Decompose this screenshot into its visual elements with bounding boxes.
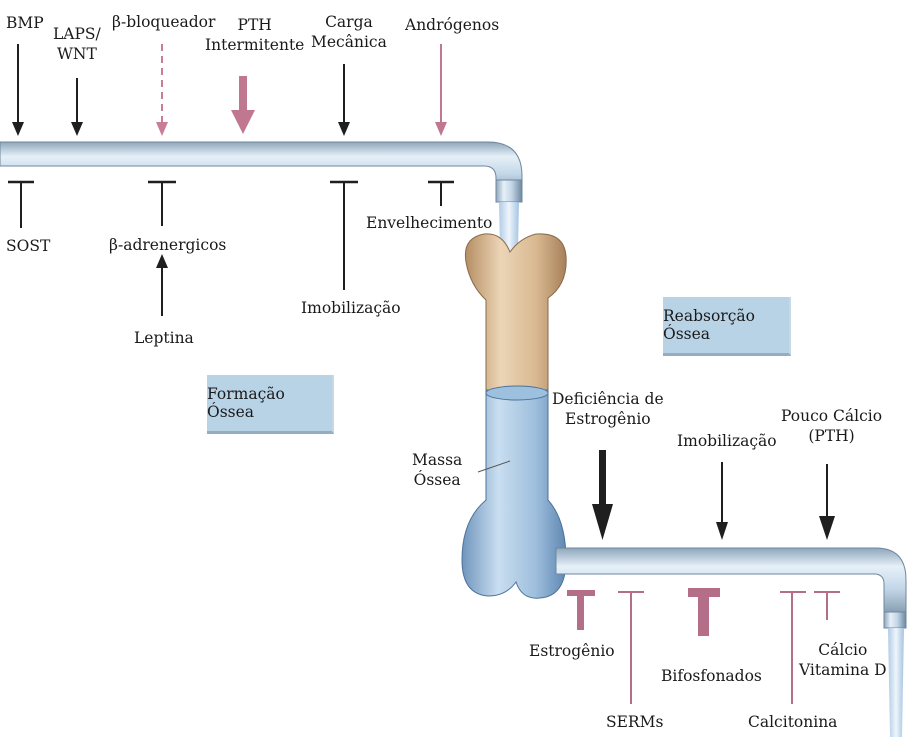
- mechanical-load-arrow: [338, 64, 350, 136]
- pth-intermittent-arrow: [231, 76, 255, 134]
- aging-bar: [428, 182, 454, 206]
- label-bmp: BMP: [6, 13, 44, 33]
- label-serms: SERMs: [606, 712, 663, 732]
- sost-bar: [8, 182, 34, 228]
- label-laps-wnt: LAPS/ WNT: [53, 24, 101, 64]
- estrogen-bar: [567, 590, 595, 630]
- laps-wnt-arrow: [71, 78, 83, 136]
- label-low-calcium: Pouco Cálcio (PTH): [781, 406, 882, 446]
- androgens-arrow: [435, 44, 447, 136]
- beta-adrenergic-bar: [148, 182, 176, 226]
- label-immobilization-bottom: Imobilização: [677, 431, 777, 451]
- estrogen-deficiency-arrow: [592, 450, 613, 540]
- label-pth-intermittent: PTH Intermitente: [205, 15, 304, 55]
- label-calcitonin: Calcitonina: [748, 712, 837, 732]
- label-bone-mass: Massa Óssea: [412, 450, 462, 490]
- immobilization-bottom-arrow: [716, 462, 728, 540]
- top-pipe: [0, 142, 522, 202]
- label-aging: Envelhecimento: [366, 213, 492, 233]
- label-bisphosphonates: Bifosfonados: [661, 666, 762, 686]
- resorption-box: Reabsorção Óssea: [663, 297, 791, 356]
- formation-box: Formação Óssea: [207, 375, 334, 434]
- top-inhibitor-bars: [8, 182, 454, 316]
- label-estrogen-deficiency: Deficiência de Estrogênio: [552, 389, 664, 429]
- label-beta-adrenergic: β-adrenergicos: [109, 235, 226, 255]
- beta-blocker-arrow: [156, 44, 168, 136]
- low-calcium-arrow: [819, 464, 835, 540]
- label-calcium-vitd: Cálcio Vitamina D: [799, 640, 887, 680]
- bmp-arrow: [12, 44, 24, 136]
- label-estrogen: Estrogênio: [529, 641, 615, 661]
- calcium-vitd-bar: [814, 592, 840, 620]
- label-mechanical-load: Carga Mecânica: [311, 12, 387, 52]
- label-leptin: Leptina: [134, 328, 194, 348]
- label-immobilization-top: Imobilização: [301, 298, 401, 318]
- label-androgens: Andrógenos: [405, 15, 499, 35]
- immobilization-bar: [330, 182, 358, 290]
- label-sost: SOST: [6, 236, 50, 256]
- bottom-stimulator-arrows: [592, 450, 835, 540]
- leptin-arrow: [156, 254, 168, 316]
- label-beta-blocker: β-bloqueador: [112, 12, 215, 32]
- bisphosphonates-bar: [688, 588, 720, 636]
- serms-bar: [618, 592, 644, 704]
- bone: [462, 234, 566, 598]
